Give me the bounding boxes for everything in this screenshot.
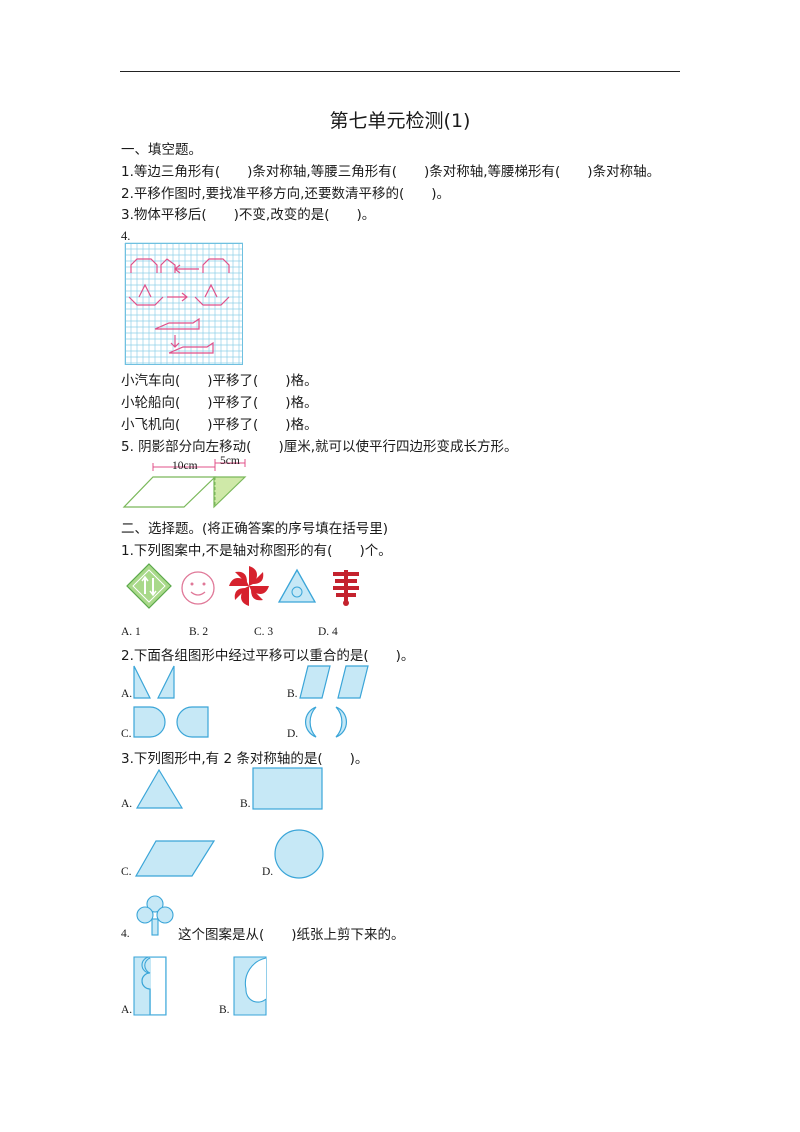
question-1-4-number: 4. xyxy=(121,229,131,243)
question-1-1: 1.等边三角形有( )条对称轴,等腰三角形有( )条对称轴,等腰梯形有( )条对… xyxy=(121,164,661,180)
question-2-3-rectangle xyxy=(252,767,323,810)
question-2-2-label-b: B. xyxy=(287,688,298,700)
question-1-4-answer-plane: 小飞机向( )平移了( )格。 xyxy=(121,417,318,433)
question-2-3-label-d: D. xyxy=(262,866,274,878)
car-figure-left xyxy=(130,258,158,273)
translation-grid-figure xyxy=(124,242,243,365)
question-2-4-label-a: A. xyxy=(121,1004,133,1016)
question-1-4-answer-car: 小汽车向( )平移了( )格。 xyxy=(121,373,318,389)
parallelogram-figure xyxy=(122,459,247,509)
question-2-3-circle xyxy=(274,829,324,879)
section2-heading: 二、选择题。(将正确答案的序号填在括号里) xyxy=(121,521,389,537)
question-2-3-parallelogram xyxy=(134,840,216,877)
question-1-4-answer-boat: 小轮船向( )平移了( )格。 xyxy=(121,395,318,411)
plane-figure-top xyxy=(154,317,200,330)
question-2-2-label-a: A. xyxy=(121,688,133,700)
top-rule xyxy=(120,71,680,72)
question-2-1-option-d: D. 4 xyxy=(318,626,338,638)
question-2-1: 1.下列图案中,不是轴对称图形的有( )个。 xyxy=(121,543,392,559)
question-2-4-paper-a xyxy=(133,956,167,1016)
pinwheel-icon xyxy=(229,566,269,606)
double-happiness-icon xyxy=(331,570,361,606)
question-1-5: 5. 阴影部分向左移动( )厘米,就可以使平行四边形变成长方形。 xyxy=(121,439,518,455)
question-2-2-figure-d xyxy=(304,706,348,738)
clover-cutout-icon xyxy=(136,895,174,936)
question-2-4-label-b: B. xyxy=(219,1004,230,1016)
question-2-3: 3.下列图形中,有 2 条对称轴的是( )。 xyxy=(121,751,369,767)
question-2-3-triangle xyxy=(135,768,184,809)
question-2-4-number: 4. xyxy=(121,928,130,940)
question-2-4: 这个图案是从( )纸张上剪下来的。 xyxy=(178,927,405,943)
car-figure-right xyxy=(202,258,230,273)
question-2-2-label-c: C. xyxy=(121,728,132,740)
shaded-part xyxy=(213,476,247,509)
plane-figure-bottom xyxy=(168,341,214,354)
boat-figure-left xyxy=(128,296,164,306)
question-1-3: 3.物体平移后( )不变,改变的是( )。 xyxy=(121,207,376,223)
question-1-2: 2.平移作图时,要找准平移方向,还要数清平移的( )。 xyxy=(121,186,450,202)
question-2-2-figure-b xyxy=(299,665,369,699)
length-label-a: 10cm xyxy=(172,460,198,472)
question-2-4-paper-b xyxy=(233,956,267,1016)
question-2-3-label-a: A. xyxy=(121,798,133,810)
question-2-1-option-a: A. 1 xyxy=(121,626,141,638)
question-2-2: 2.下面各组图形中经过平移可以重合的是( )。 xyxy=(121,648,415,664)
boat-figure-right xyxy=(194,296,230,306)
question-2-1-option-b: B. 2 xyxy=(189,626,209,638)
arrow-diamond-icon xyxy=(126,563,172,609)
length-label-b: 5cm xyxy=(220,455,240,467)
page-title: 第七单元检测(1) xyxy=(329,110,471,132)
question-2-2-label-d: D. xyxy=(287,728,299,740)
question-2-3-label-c: C. xyxy=(121,866,132,878)
question-2-1-option-c: C. 3 xyxy=(254,626,274,638)
question-2-2-figure-c xyxy=(133,706,209,738)
question-2-2-figure-a xyxy=(133,665,175,699)
question-2-3-label-b: B. xyxy=(240,798,251,810)
section1-heading: 一、填空题。 xyxy=(121,142,202,158)
question-2-1-figures xyxy=(126,563,361,609)
smiley-face-icon xyxy=(181,571,215,605)
recycle-triangle-icon xyxy=(277,568,317,603)
